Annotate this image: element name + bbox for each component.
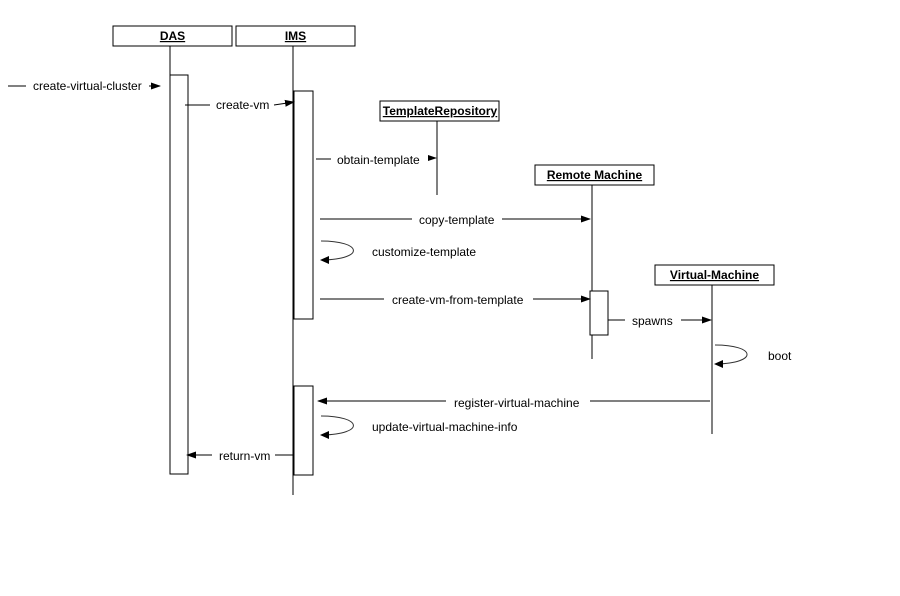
message-label: create-vm (216, 98, 269, 112)
message-boot: boot (714, 344, 792, 368)
message-obtain-template: obtain-template (316, 153, 437, 167)
lifeline-head-remote (534, 164, 655, 186)
arrow-icon (273, 99, 295, 107)
self-loop (320, 240, 354, 261)
lifeline-vm: Virtual-Machine (654, 264, 775, 434)
message-update-virtual-machine-info: update-virtual-machine-info (320, 415, 518, 439)
message-create-virtual-cluster: create-virtual-cluster (8, 79, 161, 93)
lifeline-label-remote: Remote Machine (547, 168, 643, 182)
lifeline-head-das (112, 25, 233, 47)
lifeline-label-vm: Virtual-Machine (670, 268, 759, 282)
message-create-vm-from-template: create-vm-from-template (320, 293, 591, 307)
message-label: create-vm-from-template (392, 293, 524, 307)
self-loop (714, 344, 748, 365)
message-label: spawns (632, 314, 673, 328)
arrow-icon (428, 155, 437, 161)
arrow-icon (714, 360, 723, 368)
lifeline-repo: TemplateRepository (379, 100, 500, 195)
message-label: return-vm (219, 449, 270, 463)
message-return-vm: return-vm (186, 449, 293, 463)
message-copy-template: copy-template (320, 213, 591, 227)
message-label: create-virtual-cluster (33, 79, 142, 93)
message-register-virtual-machine: register-virtual-machine (317, 396, 710, 410)
message-spawns: spawns (608, 314, 712, 328)
activation-ims-2 (293, 385, 314, 476)
message-label: customize-template (372, 245, 476, 259)
lifeline-head-ims (235, 25, 356, 47)
message-customize-template: customize-template (320, 240, 476, 264)
lifeline-remote: Remote Machine (534, 164, 655, 359)
lifeline-head-vm (654, 264, 775, 286)
message-label: update-virtual-machine-info (372, 420, 518, 434)
arrow-icon (320, 256, 329, 264)
message-label: obtain-template (337, 153, 420, 167)
lifeline-label-das: DAS (160, 29, 185, 43)
lifeline-head-repo (379, 100, 500, 122)
self-loop (320, 415, 354, 436)
message-create-vm: create-vm (185, 98, 295, 112)
activation-remote (589, 290, 609, 336)
activation-das (169, 74, 189, 475)
arrow-icon (320, 431, 329, 439)
message-label: register-virtual-machine (454, 396, 580, 410)
message-label: copy-template (419, 213, 495, 227)
lifeline-ims: IMS (235, 25, 356, 495)
lifeline-label-ims: IMS (285, 29, 306, 43)
activation-ims-1 (293, 90, 314, 320)
lifeline-das: DAS (112, 25, 233, 75)
message-label: boot (768, 349, 792, 363)
lifeline-label-repo: TemplateRepository (383, 104, 498, 118)
